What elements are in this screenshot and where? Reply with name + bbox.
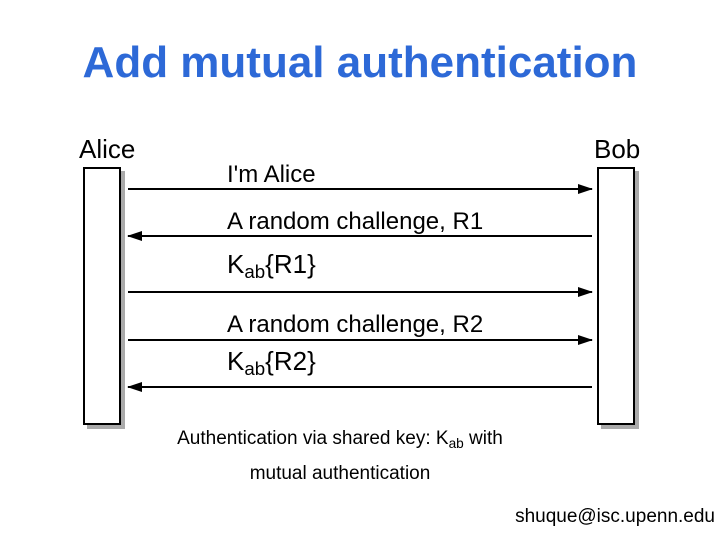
alice-lifeline bbox=[83, 167, 121, 425]
message-line bbox=[128, 235, 592, 237]
footer-email: shuque@isc.upenn.edu bbox=[515, 506, 715, 527]
caption-subscript: ab bbox=[448, 435, 464, 451]
actor-label-alice: Alice bbox=[79, 134, 136, 164]
message-label-challenge-r1: A random challenge, R1 bbox=[227, 208, 484, 235]
message-label-challenge-r2: A random challenge, R2 bbox=[227, 311, 484, 338]
message-line bbox=[128, 339, 592, 341]
caption-line-1: Authentication via shared key: Kab with bbox=[160, 424, 520, 459]
message-line bbox=[128, 386, 592, 388]
arrowhead-right-icon bbox=[578, 184, 593, 194]
caption-text-after: with bbox=[463, 428, 503, 449]
caption-text-before: Authentication via shared key: K bbox=[177, 428, 449, 449]
bob-lifeline bbox=[597, 167, 635, 425]
message-label-kab-r2: Kab{R2} bbox=[227, 346, 316, 380]
actor-label-bob: Bob bbox=[594, 134, 641, 164]
arrowhead-left-icon bbox=[127, 382, 142, 392]
key-argument: {R2} bbox=[265, 346, 316, 376]
caption: Authentication via shared key: Kab with … bbox=[160, 424, 520, 489]
key-argument: {R1} bbox=[265, 249, 316, 279]
key-base: K bbox=[227, 346, 245, 376]
arrowhead-right-icon bbox=[578, 287, 593, 297]
message-line bbox=[128, 188, 592, 190]
caption-line-2: mutual authentication bbox=[249, 462, 431, 484]
message-label-im-alice: I'm Alice bbox=[227, 161, 316, 188]
key-subscript: ab bbox=[244, 358, 266, 380]
arrowhead-right-icon bbox=[578, 335, 593, 345]
slide-title: Add mutual authentication bbox=[82, 38, 638, 87]
arrowhead-left-icon bbox=[127, 231, 142, 241]
key-base: K bbox=[227, 249, 245, 279]
message-line bbox=[128, 291, 592, 293]
key-subscript: ab bbox=[244, 261, 266, 283]
message-label-kab-r1: Kab{R1} bbox=[227, 249, 316, 283]
